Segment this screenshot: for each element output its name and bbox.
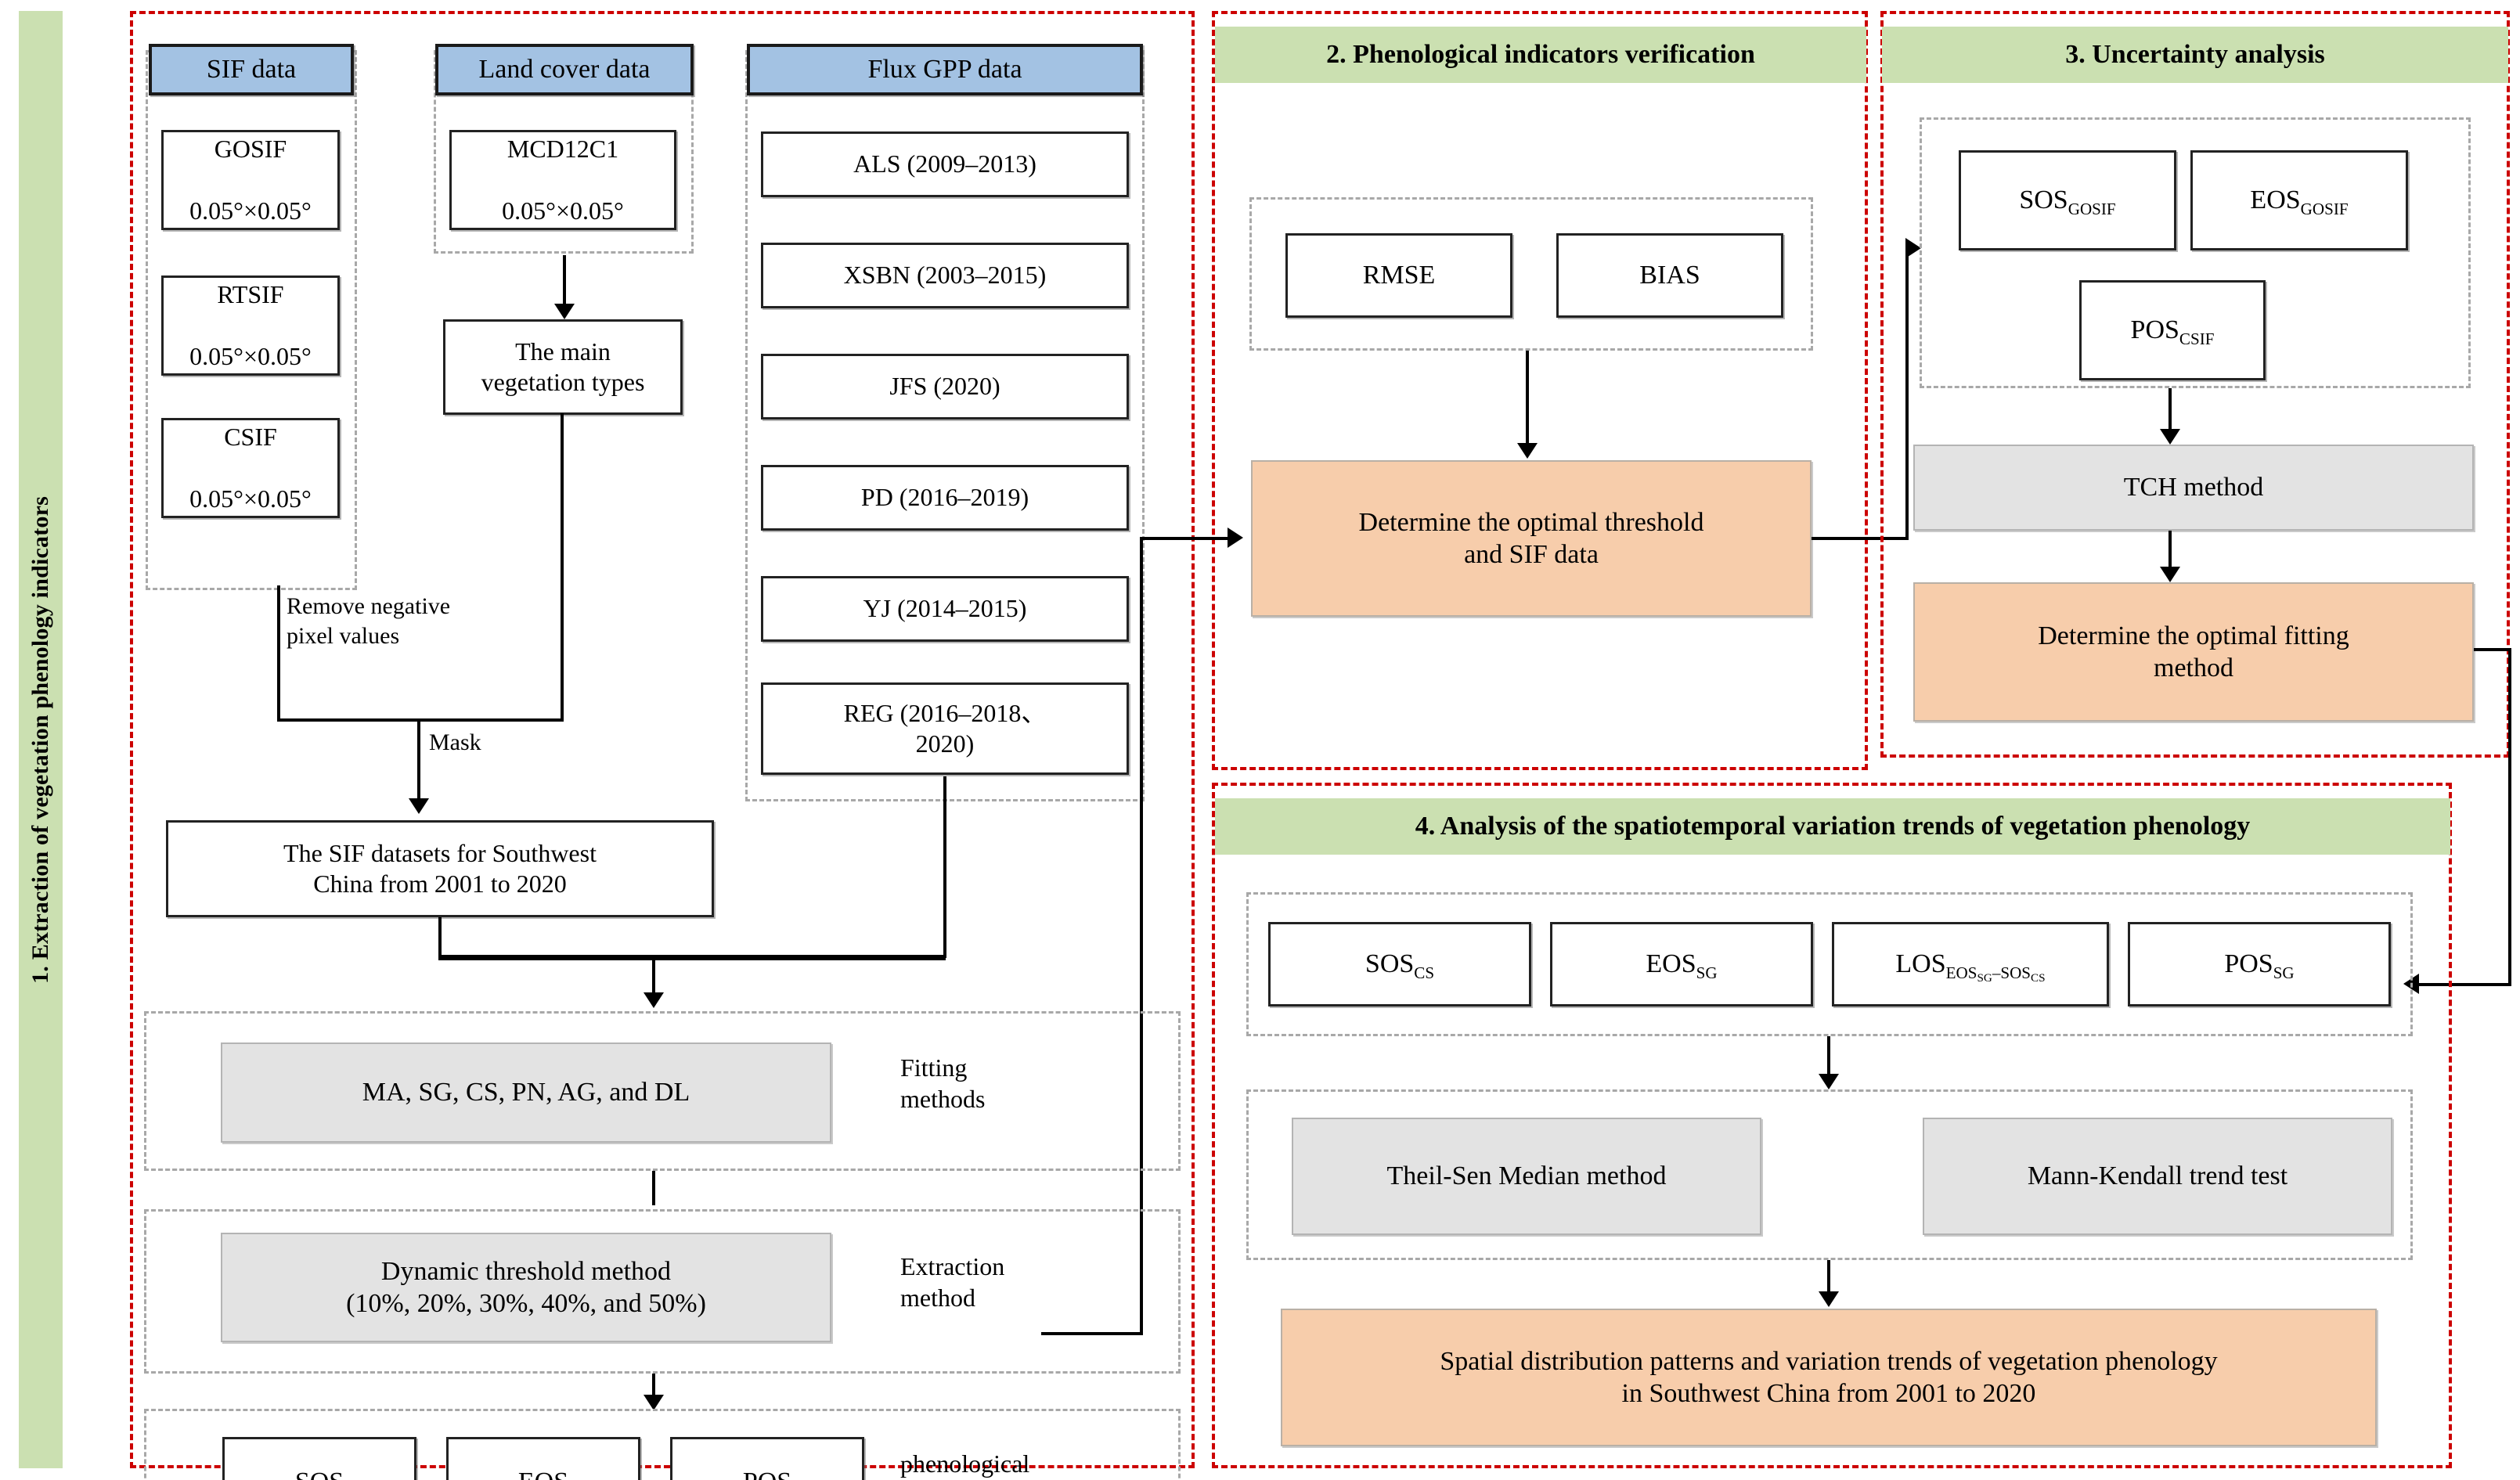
arrow-s1-to-s2 — [1228, 528, 1243, 548]
metric-bias: BIAS — [1556, 233, 1783, 318]
section-4-result-node: Spatial distribution patterns and variat… — [1281, 1309, 2377, 1446]
section-2-title: 2. Phenological indicators verification — [1326, 40, 1755, 69]
connector-s4-methods-to-result — [1827, 1260, 1830, 1298]
connector-mask-down — [417, 718, 420, 805]
connector-s1-to-s2 — [1143, 537, 1229, 540]
connector-s3-indicators-to-tch — [2168, 388, 2172, 435]
indicator-pos: POS — [670, 1437, 864, 1480]
indicator-los-eossg-soscs: LOSEOSSG–SOSCS — [1832, 922, 2109, 1006]
arrow-extraction-to-indicators — [644, 1395, 664, 1410]
section-1-outline — [130, 11, 1195, 1468]
connector-sifdatasets-down — [438, 917, 442, 958]
connector-s2-to-s3-up — [1905, 247, 1909, 540]
edge-label-mask: Mask — [429, 729, 481, 755]
arrow-tch-to-result — [2160, 567, 2180, 582]
flux-item-reg: REG (2016–2018、2020) — [761, 682, 1129, 775]
section-2-outline — [1212, 11, 1868, 770]
section-3-banner: 3. Uncertainty analysis — [1882, 27, 2508, 83]
section-4-methods-group — [1246, 1089, 2413, 1260]
tch-method-node: TCH method — [1913, 445, 2474, 531]
metric-rmse: RMSE — [1285, 233, 1512, 318]
section-3-outline — [1880, 11, 2510, 758]
connector-bus-to-fitting — [652, 958, 655, 999]
connector-merge-bar — [277, 718, 564, 722]
connector-fitting-to-extraction — [652, 1171, 655, 1205]
extraction-method-node: Dynamic threshold method(10%, 20%, 30%, … — [221, 1233, 831, 1342]
indicator-eos-sg: EOSSG — [1550, 922, 1813, 1006]
connector-s2-to-s3 — [1812, 537, 1909, 540]
indicator-sos-gosif: SOSGOSIF — [1959, 150, 2176, 250]
connector-vegtypes-down — [561, 413, 564, 722]
section-4-outline — [1212, 783, 2452, 1468]
indicator-pos-csif: POSCSIF — [2079, 280, 2266, 380]
indicator-pos-sg: POSSG — [2128, 922, 2391, 1006]
connector-indicators-right — [1041, 1332, 1143, 1335]
arrow-mask — [409, 798, 429, 814]
connector-flux-down — [943, 776, 946, 958]
section-4-indicators-group — [1246, 892, 2413, 1036]
section-2-banner: 2. Phenological indicators verification — [1215, 27, 1866, 83]
arrow-metrics-to-result — [1517, 443, 1538, 459]
merge-bus-bar — [438, 955, 946, 960]
flux-item-als: ALS (2009–2013) — [761, 131, 1129, 197]
flux-item-jfs: JFS (2020) — [761, 354, 1129, 420]
arrow-s2-to-s3 — [1905, 238, 1921, 258]
section-1-title-strip: 1. Extraction of vegetation phenology in… — [19, 11, 63, 1468]
arrow-s4-indicators-to-methods — [1819, 1074, 1839, 1089]
connector-extraction-to-indicators — [652, 1374, 655, 1402]
indicator-sos: SOS — [222, 1437, 416, 1480]
extraction-dashed-group — [144, 1209, 1181, 1374]
flux-item-yj: YJ (2014–2015) — [761, 576, 1129, 642]
connector-s3-out-right — [2474, 648, 2511, 651]
arrow-s3-indicators-to-tch — [2160, 429, 2180, 445]
indicators-dashed-group — [144, 1409, 1181, 1480]
arrow-s4-methods-to-result — [1819, 1291, 1839, 1307]
flux-item-xsbn: XSBN (2003–2015) — [761, 243, 1129, 308]
fitting-dashed-group — [144, 1011, 1181, 1171]
land-cover-data-header: Land cover data — [435, 44, 694, 95]
mann-kendall-test-node: Mann-Kendall trend test — [1923, 1118, 2392, 1235]
arrow-bus-to-fitting — [644, 992, 664, 1008]
fitting-methods-node: MA, SG, CS, PN, AG, and DL — [221, 1042, 831, 1143]
section-3-indicators-group — [1920, 117, 2471, 388]
flux-item-pd: PD (2016–2019) — [761, 465, 1129, 531]
section-3-title: 3. Uncertainty analysis — [2065, 40, 2325, 69]
indicator-eos: EOS — [446, 1437, 640, 1480]
connector-indicators-up — [1140, 537, 1143, 1335]
connector-tch-to-result — [2168, 531, 2172, 573]
sif-data-header: SIF data — [149, 44, 354, 95]
section-4-banner: 4. Analysis of the spatiotemporal variat… — [1215, 798, 2450, 855]
arrow-landcover-to-vegtypes — [554, 304, 575, 319]
section-2-metrics-group — [1249, 197, 1813, 351]
phenological-indicators-caption: phenologicalindicators — [900, 1449, 1030, 1478]
connector-s3-out-left — [2419, 983, 2510, 986]
section-1-title: 1. Extraction of vegetation phenology in… — [27, 495, 53, 984]
connector-metrics-to-result — [1526, 351, 1529, 451]
connector-sif-down — [277, 585, 280, 722]
connector-s4-indicators-to-methods — [1827, 1036, 1830, 1080]
indicator-sos-cs: SOSCS — [1268, 922, 1531, 1006]
connector-s3-out-down — [2508, 648, 2511, 986]
indicator-eos-gosif: EOSGOSIF — [2190, 150, 2408, 250]
connector-landcover-to-vegtypes — [563, 255, 566, 307]
flux-gpp-data-header: Flux GPP data — [747, 44, 1143, 95]
section-4-title: 4. Analysis of the spatiotemporal variat… — [1415, 812, 2251, 841]
theil-sen-method-node: Theil-Sen Median method — [1292, 1118, 1761, 1235]
